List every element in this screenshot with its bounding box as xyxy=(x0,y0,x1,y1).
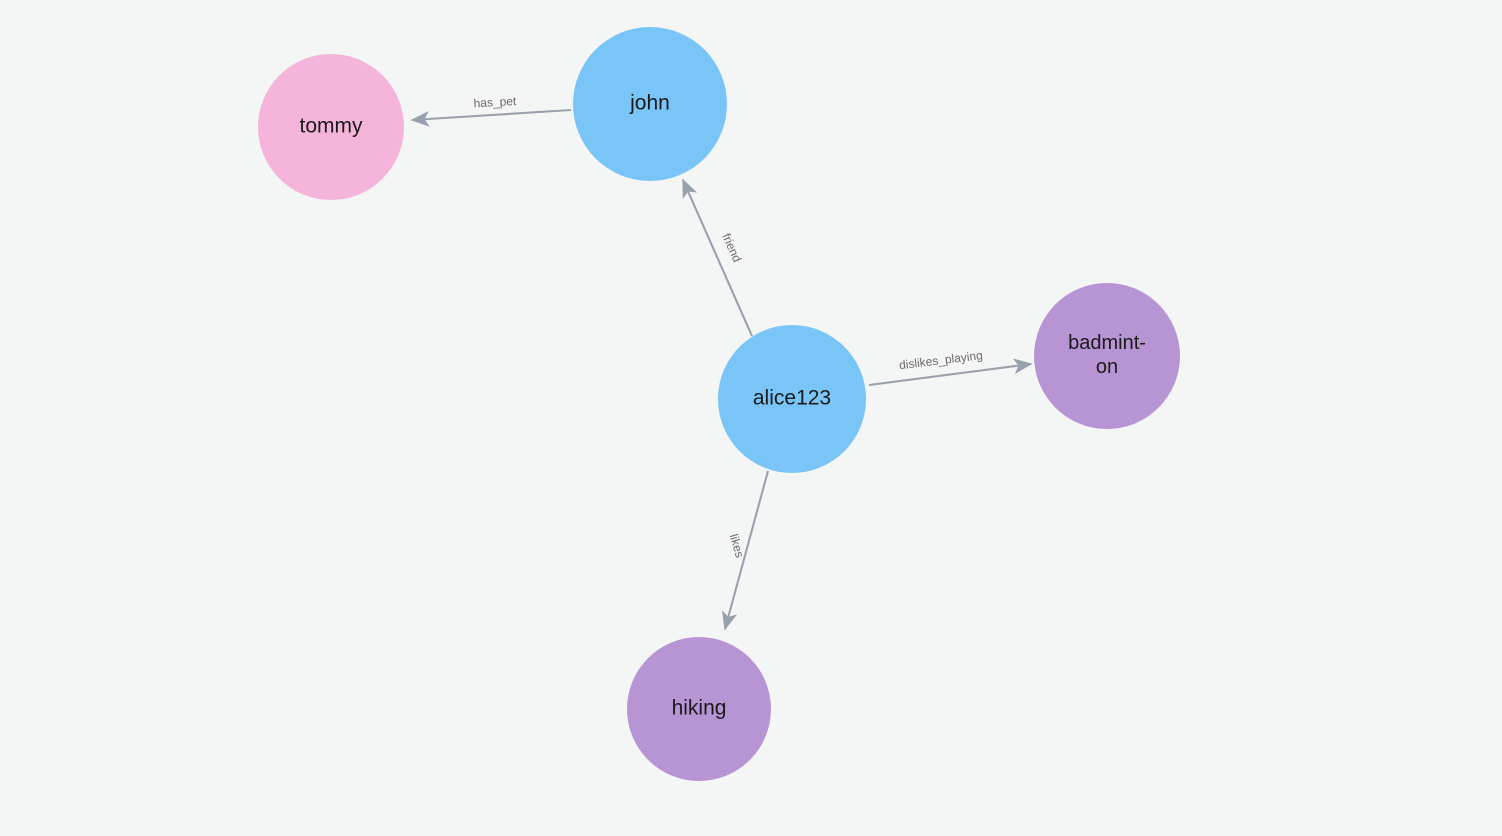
graph-node-john[interactable]: john xyxy=(573,27,727,181)
graph-edge[interactable] xyxy=(868,358,1033,387)
node-circle[interactable] xyxy=(718,325,866,473)
node-circle[interactable] xyxy=(258,54,404,200)
graph-node-hiking[interactable]: hiking xyxy=(627,637,771,781)
edge-label: friend xyxy=(719,231,744,264)
graph-edge[interactable] xyxy=(682,178,753,337)
nodes-layer: tommy john alice123 badmint-on hiking xyxy=(258,27,1180,781)
edges-layer xyxy=(410,108,1033,631)
node-circle[interactable] xyxy=(627,637,771,781)
edge-label: has_pet xyxy=(473,94,517,111)
node-circle[interactable] xyxy=(573,27,727,181)
graph-node-alice123[interactable]: alice123 xyxy=(718,325,866,473)
graph-edge[interactable] xyxy=(721,470,770,631)
node-circle[interactable] xyxy=(1034,283,1180,429)
graph-edge[interactable] xyxy=(410,108,572,127)
graph-node-badminton[interactable]: badmint-on xyxy=(1034,283,1180,429)
edge-label: dislikes_playing xyxy=(898,348,983,372)
graph-node-tommy[interactable]: tommy xyxy=(258,54,404,200)
edge-label: likes xyxy=(727,532,747,559)
